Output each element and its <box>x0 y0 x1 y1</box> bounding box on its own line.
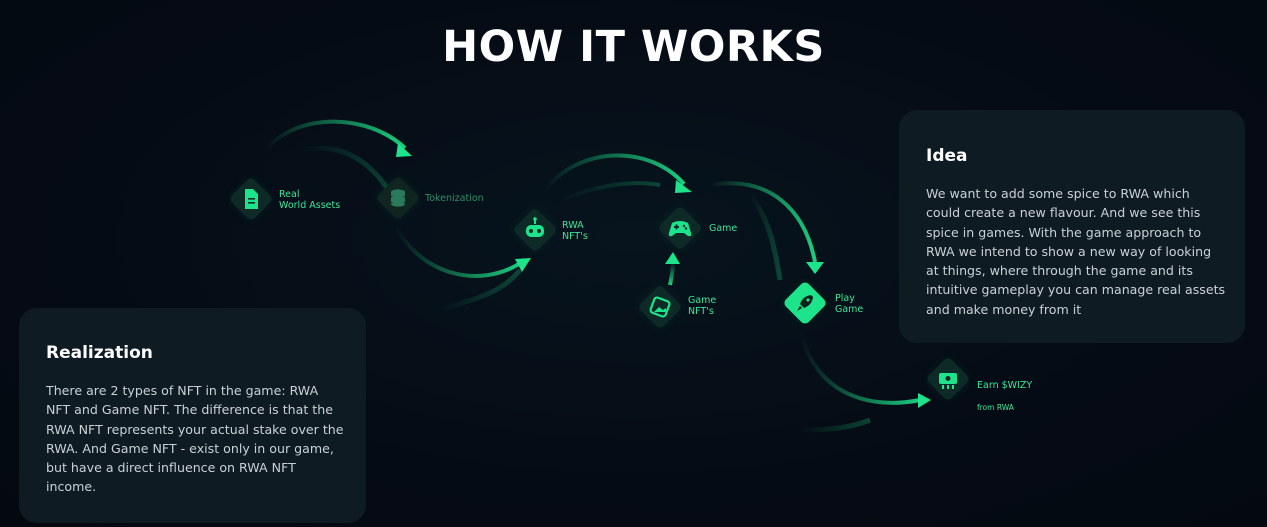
label-play-game: Play Game <box>835 293 864 315</box>
node-rwa-nfts <box>512 207 558 253</box>
label-tokenization: Tokenization <box>425 193 484 204</box>
node-earn-wizy <box>925 356 971 402</box>
node-play-game <box>782 280 828 326</box>
label-earn-wizy: Earn $WIZY from RWA <box>977 369 1032 413</box>
document-icon <box>245 189 258 209</box>
idea-card-title: Idea <box>926 146 968 166</box>
picture-icon <box>649 296 671 318</box>
idea-card: Idea We want to add some spice to RWA wh… <box>899 110 1245 343</box>
label-real-world-assets: Real World Assets <box>279 189 341 211</box>
node-game-nfts <box>637 284 683 330</box>
node-tokenization <box>375 175 421 221</box>
coins-stack-icon <box>391 189 405 207</box>
label-rwa-nfts: RWA NFT's <box>562 220 588 242</box>
label-game-nfts: Game NFT's <box>688 295 717 317</box>
node-game <box>657 205 703 251</box>
gamepad-icon <box>668 221 692 237</box>
label-earn-sub: from RWA <box>977 403 1014 412</box>
label-earn-main: Earn $WIZY <box>977 380 1033 391</box>
label-game: Game <box>709 223 738 234</box>
realization-card: Realization There are 2 types of NFT in … <box>19 308 366 523</box>
realization-card-body: There are 2 types of NFT in the game: RW… <box>46 383 344 495</box>
money-icon <box>939 373 957 389</box>
robot-icon <box>526 217 544 237</box>
node-real-world-assets <box>228 176 274 222</box>
rocket-icon <box>797 295 813 311</box>
idea-card-body: We want to add some spice to RWA which c… <box>926 186 1226 317</box>
realization-card-title: Realization <box>46 343 153 363</box>
page-title: HOW IT WORKS <box>442 22 825 72</box>
